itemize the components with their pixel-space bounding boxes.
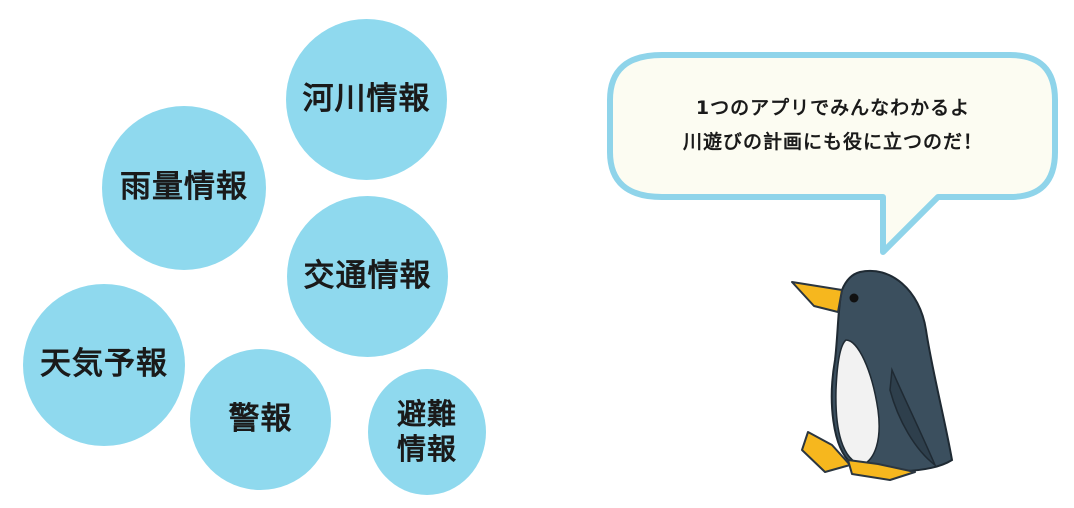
penguin-front-foot [847,459,916,481]
river-info-bubble: 河川情報 [286,19,447,180]
penguin-back-foot [801,431,851,473]
penguin-eye [849,293,859,303]
penguin-icon [791,269,954,481]
speech-bubble-shape [607,52,1058,255]
weather-forecast-bubble: 天気予報 [23,284,185,446]
speech-text-line1: 1つのアプリでみんなわかるよ [695,97,971,119]
traffic-info-bubble: 交通情報 [287,196,448,357]
penguin-beak [791,281,843,313]
evacuation-info-bubble: 避難 情報 [368,369,486,495]
rain-info-bubble: 雨量情報 [102,106,266,270]
speech-text-line2: 川遊びの計画にも役に立つのだ！ [682,131,983,153]
warning-bubble: 警報 [190,349,331,490]
penguin-wing [889,367,937,468]
